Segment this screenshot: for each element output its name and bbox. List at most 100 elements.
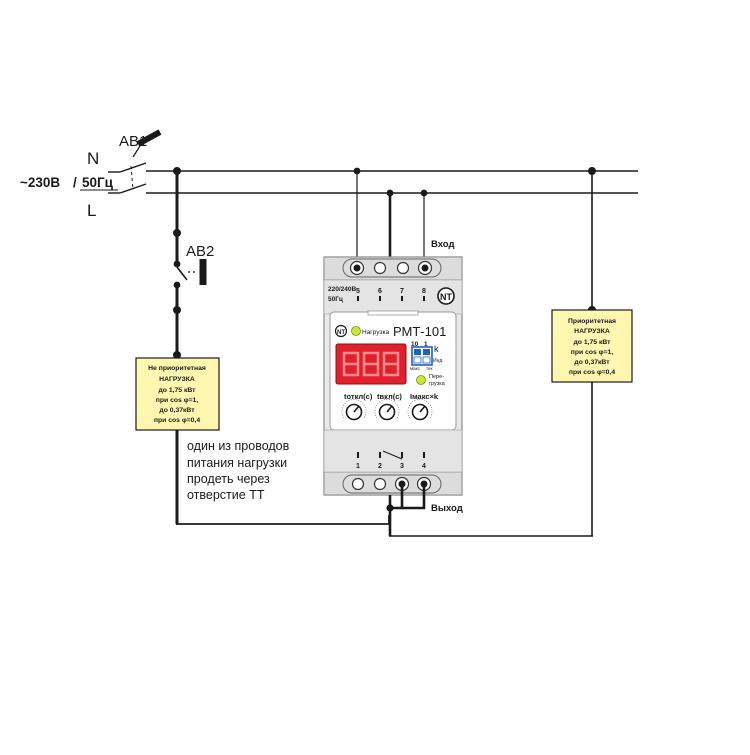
terminal-number: 7 [400,288,404,295]
junction-dot [173,351,181,359]
terminal-number: 6 [378,288,382,295]
junction-dot [173,306,181,314]
junction-dot [386,504,394,512]
dip-switch-lever[interactable] [422,356,431,364]
label-voltage: ~230В [20,175,60,190]
top-terminal-numbers: 5 6 7 8 [356,288,426,295]
label-vhod: Вход [431,239,455,250]
note-line: отверстие ТТ [187,488,265,502]
screw-8 [417,260,433,276]
junction-dot [386,189,394,197]
knob-label-imax: Iмакс×k [410,392,439,401]
supply-wires [108,170,638,194]
terminal-pin [357,296,359,301]
junction-dots-top [353,167,428,197]
terminal-pin [379,452,381,458]
load-text-line: при cos φ=1, [571,349,614,356]
dip-switch-lever[interactable] [423,349,430,355]
load-text-line: до 0,37кВт [574,359,610,366]
screw-7 [396,261,410,275]
label-n: N [87,149,99,168]
load-text-line: НАГРУЗКА [159,376,195,383]
panel-logo-icon: NT [334,324,348,338]
overload-led-icon [416,375,426,385]
ab2-contact [176,266,188,281]
load-led-label: Нагрузка [362,329,389,336]
device-rating-voltage: 220/240В [328,286,356,293]
junction-dot [173,229,181,237]
logo-text: NT [440,292,452,302]
terminal-number: 1 [356,463,360,470]
branch-priority [389,171,593,537]
load-box-frame [551,309,633,383]
junction-dot [588,167,596,175]
top-screws [342,258,442,278]
terminal-number: 4 [422,463,426,470]
switch-label-k: k [434,344,439,354]
terminal-pin [423,296,425,301]
device-rating-freq: 50Гц [328,296,343,303]
ab1-contact-n [119,162,147,173]
label-l: L [87,201,96,220]
terminal-number: 5 [356,288,360,295]
bottom-terminal-pins [357,452,425,458]
label-slash: / [73,175,77,190]
switch-label-maks: макс [410,366,421,371]
load-box-frame [135,357,220,431]
knob-label-ton: tвкл(с) [377,392,402,401]
label-freq: 50Гц [82,175,114,190]
load-box-priority: Приоритетная НАГРУЗКА до 1,75 кВт при co… [551,309,633,383]
switch-label-1: 1 [424,341,428,348]
device-bottom-label-area [323,429,463,473]
terminal-pin [401,296,403,301]
label-ab2: АВ2 [186,243,214,260]
ab1-handle [136,129,162,147]
junction-dot [173,260,181,268]
knob-toff[interactable] [341,399,367,421]
logo-text: NT [337,330,345,336]
screw-1 [351,477,365,491]
terminal-pin [423,452,425,458]
dip-switch-lever[interactable] [413,356,422,364]
ab1-contact-l [119,183,147,194]
screw-6 [373,261,387,275]
nt-logo-icon: NT [437,287,455,305]
knob-imax[interactable] [407,399,433,421]
top-terminal-pins [357,296,425,301]
switch-label-ind: Инд [433,358,442,364]
label-ab1: АВ1 [119,133,147,150]
load-text-line: Не приоритетная [148,365,206,372]
switch-label-10: 10 [411,341,419,348]
note-line: продеть через [187,472,270,486]
device-output-wires [388,484,426,536]
load-text-line: Приоритетная [568,318,616,325]
ab1-stem [132,145,141,158]
breaker-ab1 [119,129,162,194]
load-box-nonpriority: Не приоритетная НАГРУЗКА до 1,75 кВт при… [135,357,220,431]
knob-ton[interactable] [374,399,400,421]
load-text-line: до 1,75 кВт [573,339,611,346]
terminal-pin [379,296,381,301]
note-line: питания нагрузки [187,456,287,470]
device-rmt101: 220/240В 50Гц 5 6 7 8 NT NT Нагрузка РМТ… [323,256,463,496]
overload-label-2: грузка [429,381,446,387]
junction-dot [353,167,361,175]
load-text-line: при cos φ=0,4 [154,417,200,424]
device-feed-wires [356,171,425,262]
terminal-pin [357,452,359,458]
knob-labels: tоткл(с) tвкл(с) Iмакс×k [344,392,439,401]
screw-5 [349,260,365,276]
device-clip-top [367,310,419,316]
relay-contact-icon [382,450,403,460]
dip-switch-lever[interactable] [414,349,421,355]
load-led-icon [351,326,361,336]
junction-dots-left [173,167,181,359]
wire-term-4 [402,484,426,510]
load-text-line: до 1,75 кВт [158,387,196,394]
bottom-screw-rail [342,474,442,494]
ab1-link [130,165,134,191]
display-digits [342,351,400,377]
note-text: один из проводов питания нагрузки продет… [187,439,290,502]
